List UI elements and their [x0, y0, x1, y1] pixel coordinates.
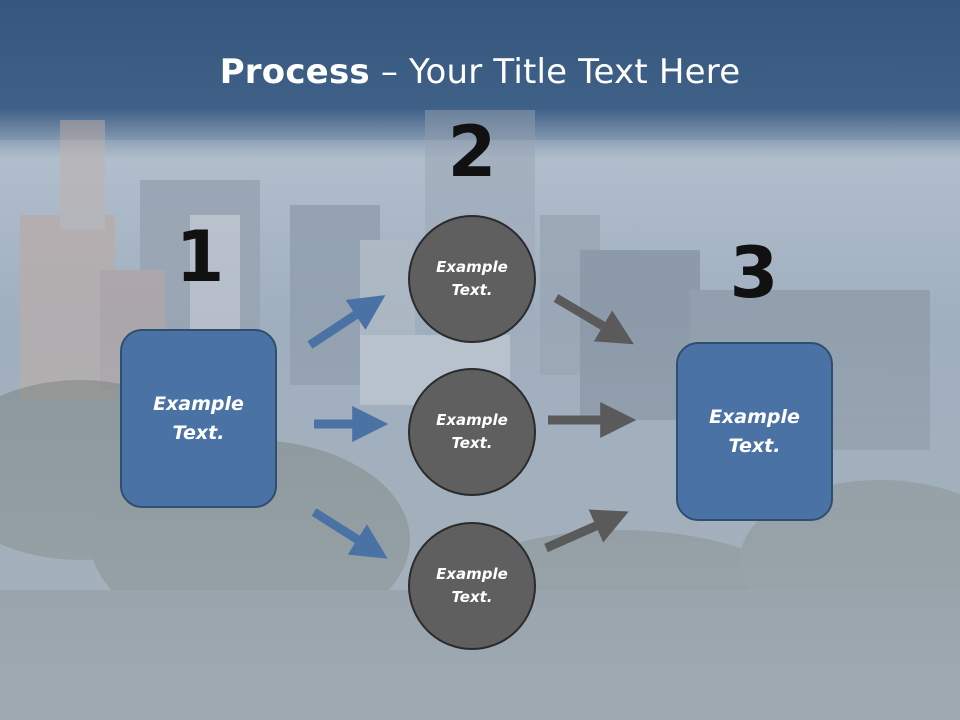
circle-middle: Example Text. [408, 368, 536, 496]
circle-bottom-label: Example Text. [436, 565, 508, 606]
circle-top: Example Text. [408, 215, 536, 343]
circle-middle-label: Example Text. [436, 411, 508, 452]
arrow-bottom-to-right [544, 509, 629, 553]
right-box-label: Example Text. [709, 405, 800, 457]
left-process-box: Example Text. [120, 329, 277, 508]
step-number-2: 2 [447, 111, 497, 193]
right-process-box: Example Text. [676, 342, 833, 521]
arrow-top-to-right [553, 294, 634, 345]
arrow-left-to-bottom [311, 508, 388, 559]
step-number-3: 3 [729, 232, 779, 314]
left-box-label: Example Text. [153, 392, 244, 444]
circle-top-label: Example Text. [436, 258, 508, 299]
title-rest: – Your Title Text Here [369, 52, 741, 92]
slide-title: Process – Your Title Text Here [0, 52, 960, 92]
step-number-1: 1 [175, 216, 225, 298]
circle-bottom: Example Text. [408, 522, 536, 650]
title-bold: Process [219, 52, 370, 92]
arrow-left-to-top [307, 295, 386, 349]
